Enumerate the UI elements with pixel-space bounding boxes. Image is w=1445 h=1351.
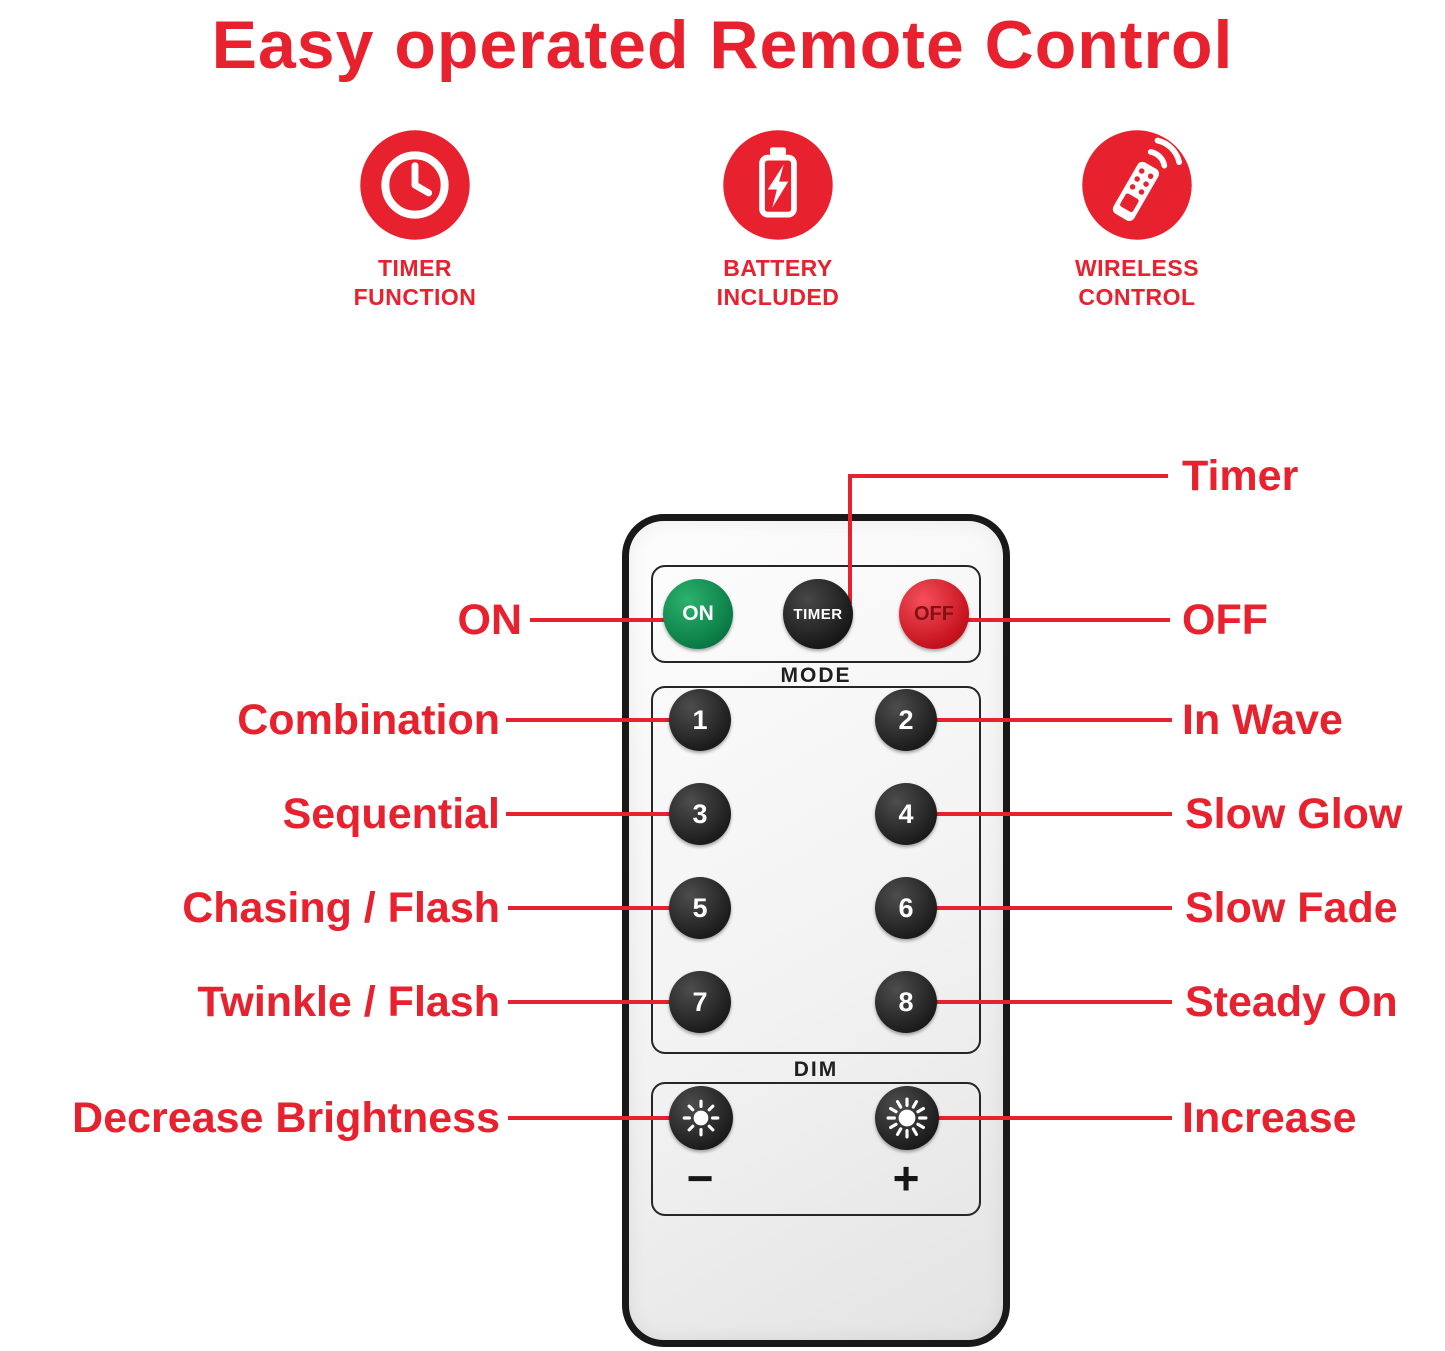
callout-chasing-flash-label: Chasing / Flash [182, 884, 500, 932]
leader-line-inwave [908, 718, 1172, 722]
brightness-up-button [875, 1086, 939, 1150]
callout-slow-glow-label: Slow Glow [1185, 790, 1403, 838]
leader-line-increase [908, 1116, 1172, 1120]
leader-line-decrease [508, 1116, 706, 1120]
mode-button-5: 5 [669, 877, 731, 939]
feature-wireless-label-line1: WIRELESS [1074, 255, 1200, 281]
sun-large-icon [886, 1097, 928, 1139]
callout-decrease-brightness-label: Decrease Brightness [72, 1094, 500, 1142]
mode-button-3: 3 [669, 783, 731, 845]
mode-button-group: 1 2 3 4 5 6 7 8 [651, 686, 981, 1054]
mode-button-8-label: 8 [898, 986, 914, 1017]
feature-battery-label-line1: BATTERY [723, 255, 833, 281]
feature-battery-included: BATTERY INCLUDED [648, 128, 908, 312]
sun-small-icon [682, 1099, 720, 1137]
mode-button-4-label: 4 [898, 798, 914, 829]
mode-button-1: 1 [669, 689, 731, 751]
feature-timer-label: TIMER FUNCTION [285, 254, 545, 312]
mode-button-3-label: 3 [692, 798, 708, 829]
callout-sequential-label: Sequential [282, 790, 500, 838]
mode-button-6: 6 [875, 877, 937, 939]
dim-button-group: − + [651, 1082, 981, 1216]
mode-button-1-label: 1 [692, 704, 708, 735]
feature-wireless-control: WIRELESS CONTROL [1007, 128, 1267, 312]
callout-twinkle-flash-label: Twinkle / Flash [197, 978, 500, 1026]
leader-line-off [950, 618, 1170, 622]
on-button: ON [663, 579, 733, 649]
callout-off-label: OFF [1182, 596, 1268, 644]
mode-button-2: 2 [875, 689, 937, 751]
leader-line-timer-vertical [848, 474, 852, 604]
battery-icon [721, 128, 835, 242]
leader-line-on [530, 618, 690, 622]
mode-button-6-label: 6 [898, 892, 914, 923]
mode-button-2-label: 2 [898, 704, 914, 735]
feature-timer-label-line1: TIMER [377, 255, 453, 281]
callout-on-label: ON [457, 596, 523, 644]
off-button-label: OFF [914, 602, 954, 625]
dim-label: DIM [793, 1058, 839, 1081]
mode-button-4: 4 [875, 783, 937, 845]
callout-steady-on-label: Steady On [1185, 978, 1398, 1026]
timer-button-label: TIMER [793, 605, 843, 623]
feature-battery-label-line2: INCLUDED [716, 284, 840, 310]
on-button-label: ON [682, 602, 714, 625]
feature-wireless-label-line2: CONTROL [1078, 284, 1196, 310]
callout-in-wave-label: In Wave [1182, 696, 1343, 744]
mode-button-7: 7 [669, 971, 731, 1033]
page-title: Easy operated Remote Control [211, 7, 1234, 83]
feature-timer-label-line2: FUNCTION [353, 284, 477, 310]
mode-label: MODE [780, 664, 852, 687]
leader-line-slowglow [908, 812, 1172, 816]
plus-sign: + [892, 1152, 920, 1204]
mode-button-5-label: 5 [692, 892, 708, 923]
timer-button: TIMER [783, 579, 853, 649]
mode-button-8: 8 [875, 971, 937, 1033]
off-button: OFF [899, 579, 969, 649]
leader-line-combination [506, 718, 706, 722]
minus-sign: − [686, 1152, 714, 1204]
clock-icon [358, 128, 472, 242]
remote-control: ON TIMER OFF MODE 1 2 3 4 5 6 7 8 DIM [622, 514, 1010, 1347]
leader-line-twinkle [508, 1000, 706, 1004]
mode-button-7-label: 7 [692, 986, 708, 1017]
leader-line-slowfade [908, 906, 1172, 910]
leader-line-chasing [508, 906, 706, 910]
power-button-group: ON TIMER OFF [651, 565, 981, 663]
callout-timer-label: Timer [1182, 452, 1299, 500]
brightness-down-button [669, 1086, 733, 1150]
callout-slow-fade-label: Slow Fade [1185, 884, 1398, 932]
callout-increase-label: Increase [1182, 1094, 1357, 1142]
remote-icon [1080, 128, 1194, 242]
leader-line-timer-horizontal [848, 474, 1168, 478]
leader-line-sequential [506, 812, 706, 816]
feature-wireless-label: WIRELESS CONTROL [1007, 254, 1267, 312]
leader-line-steadyon [908, 1000, 1172, 1004]
feature-battery-label: BATTERY INCLUDED [648, 254, 908, 312]
callout-combination-label: Combination [237, 696, 500, 744]
feature-timer-function: TIMER FUNCTION [285, 128, 545, 312]
